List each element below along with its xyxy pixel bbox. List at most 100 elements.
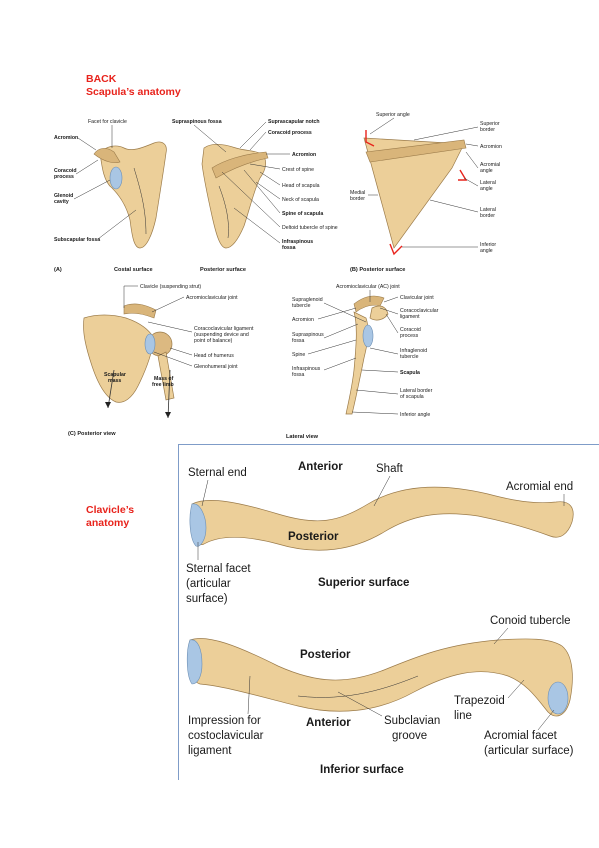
label-acromial-facet-2: (articular surface): [484, 745, 574, 757]
label-inferior-angle-lateral: Inferior angle: [400, 412, 430, 418]
label-anterior-sup: Anterior: [298, 461, 343, 473]
label-sternal-facet-2: (articular: [186, 578, 231, 590]
label-medial-border-2: border: [350, 196, 365, 202]
label-cc-ligament-3: point of balance): [194, 338, 233, 344]
label-lateral-angle-1: Lateral: [480, 180, 496, 186]
label-infraspinous-lateral-1: Infraspinous: [292, 366, 321, 372]
costal-surface-bone: [93, 141, 167, 249]
scapula-title: Scapula’s anatomy: [86, 86, 181, 98]
label-coracoid-lateral-2: process: [400, 333, 419, 339]
clavicle-figure-frame: [178, 444, 599, 780]
label-spine-of-scapula: Spine of scapula: [282, 211, 323, 217]
label-infraspinous-lateral-2: fossa: [292, 372, 305, 378]
posterior-surface-bone: [201, 143, 269, 249]
label-superior-border-1: Superior: [480, 121, 500, 127]
label-supraglenoid-2: tubercle: [292, 303, 311, 309]
caption-a: (A): [54, 267, 62, 273]
label-scapular-mass-2: mass: [108, 378, 121, 384]
label-medial-border-1: Medial: [350, 190, 365, 196]
label-scapula-lateral: Scapula: [400, 370, 420, 376]
label-impression-2: costoclavicular: [188, 730, 264, 742]
label-infraglenoid-1: Infraglenoid: [400, 348, 427, 354]
caption-lateral-view: Lateral view: [286, 434, 319, 440]
label-acromial-facet-1: Acromial facet: [484, 730, 558, 742]
label-acromion-lateral: Acromion: [292, 317, 314, 323]
lateral-view-scapula: [345, 295, 389, 415]
clavicle-title-line1: Clavicle’s: [86, 504, 135, 516]
label-acromion-b: Acromion: [480, 144, 502, 150]
label-supraspinous-lateral-2: fossa: [292, 338, 305, 344]
label-glenoid-2: cavity: [54, 199, 69, 205]
label-superior-border-2: border: [480, 127, 495, 133]
label-infraspinous-1: Infraspinous: [282, 239, 313, 245]
label-superior-angle: Superior angle: [376, 112, 410, 118]
caption-b: (B) Posterior surface: [350, 267, 405, 273]
label-lateral-angle-2: angle: [480, 186, 493, 192]
label-impression-1: Impression for: [188, 715, 261, 727]
label-crest-of-spine: Crest of spine: [282, 167, 314, 173]
label-clavicle-strut: Clavicle (suspending strut): [140, 284, 201, 290]
label-facet-for-clavicle: Facet for clavicle: [88, 119, 127, 125]
label-acromion-a: Acromion: [54, 135, 78, 141]
posterior-surface-triangle: [363, 130, 468, 256]
clavicle-inferior-bone: [186, 638, 573, 717]
label-cc-ligament-2: (suspending device and: [194, 332, 249, 338]
label-subclavian-2: groove: [392, 730, 427, 742]
label-supraspinous-fossa-a: Supraspinous fossa: [172, 119, 222, 125]
clavicle-anatomy-figure: Sternal end Anterior Shaft Acromial end …: [186, 461, 574, 776]
label-acromial-angle-2: angle: [480, 168, 493, 174]
label-ac-joint-lateral: Acromioclavicular (AC) joint: [336, 284, 400, 290]
label-neck-of-scapula: Neck of scapula: [282, 197, 319, 203]
label-trapezoid-2: line: [454, 710, 472, 722]
clavicle-title-line2: anatomy: [86, 517, 130, 529]
label-coracoid-process-r: Coracoid process: [268, 130, 312, 136]
label-subscapular-fossa: Subscapular fossa: [54, 237, 100, 243]
label-mass-free-limb-2: free limb: [152, 382, 174, 388]
label-shaft: Shaft: [376, 463, 404, 475]
back-heading: BACK Scapula’s anatomy: [86, 73, 181, 99]
label-suprascapular-notch: Suprascapular notch: [268, 119, 320, 125]
label-sternal-facet-1: Sternal facet: [186, 563, 251, 575]
label-coracoid-a-2: process: [54, 174, 74, 180]
clavicle-superior-bone: [189, 486, 574, 551]
label-supraspinous-lateral-1: Supraspinous: [292, 332, 324, 338]
caption-c: (C) Posterior view: [68, 431, 116, 437]
label-lateral-border-2: border: [480, 213, 495, 219]
label-sternal-facet-3: surface): [186, 593, 228, 605]
label-acromial-angle-1: Acromial: [480, 162, 500, 168]
label-subclavian-1: Subclavian: [384, 715, 440, 727]
label-scapular-mass-1: Scapular: [104, 372, 126, 378]
label-coracoclavicular-2: ligament: [400, 314, 420, 320]
caption-superior-surface: Superior surface: [318, 577, 409, 589]
label-acromion-r: Acromion: [292, 152, 316, 158]
label-glenohumeral-joint: Glenohumeral joint: [194, 364, 238, 370]
label-infraspinous-2: fossa: [282, 245, 296, 251]
label-inferior-angle-2: angle: [480, 248, 493, 254]
label-clavicular-joint: Clavicular joint: [400, 295, 434, 301]
label-conoid-tubercle: Conoid tubercle: [490, 615, 571, 627]
label-ac-joint-c: Acromioclavicular joint: [186, 295, 238, 301]
label-anterior-inf: Anterior: [306, 717, 351, 729]
label-cc-ligament-1: Coracoclavicular ligament: [194, 326, 254, 332]
label-deltoid-tubercle: Deltoid tubercle of spine: [282, 225, 338, 231]
label-spine-lateral: Spine: [292, 352, 305, 358]
caption-inferior-surface: Inferior surface: [320, 764, 404, 776]
posterior-view-shoulder: [83, 303, 175, 403]
label-lateral-border-lateral-2: of scapula: [400, 394, 424, 400]
label-lateral-border-1: Lateral: [480, 207, 496, 213]
label-coracoclavicular-1: Coracoclavicular: [400, 308, 439, 314]
label-inferior-angle-1: Inferior: [480, 242, 496, 248]
clavicle-heading: Clavicle’s anatomy: [86, 504, 134, 530]
label-acromial-end: Acromial end: [506, 481, 573, 493]
label-trapezoid-1: Trapezoid: [454, 695, 505, 707]
back-title: BACK: [86, 73, 117, 85]
label-mass-free-limb-1: Mass of: [154, 376, 174, 382]
label-coracoid-a-1: Coracoid: [54, 168, 76, 174]
caption-posterior-surface: Posterior surface: [200, 267, 246, 273]
label-posterior-inf: Posterior: [300, 649, 351, 661]
label-posterior-sup: Posterior: [288, 531, 339, 543]
label-sternal-end: Sternal end: [188, 467, 247, 479]
label-coracoid-lateral-1: Coracoid: [400, 327, 421, 333]
label-glenoid-1: Glenoid: [54, 193, 73, 199]
label-head-of-scapula: Head of scapula: [282, 183, 320, 189]
